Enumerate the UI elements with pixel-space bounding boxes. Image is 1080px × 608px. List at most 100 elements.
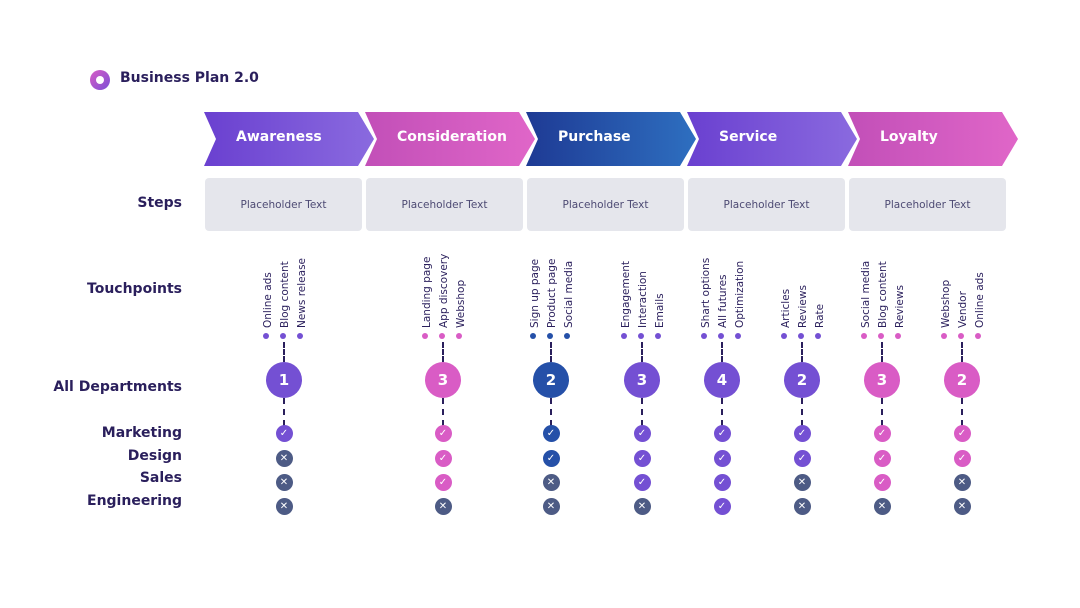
connector-line (283, 398, 285, 426)
check-icon: ✓ (793, 450, 811, 467)
row-label-engineering: Engineering (87, 493, 182, 509)
touchpoint-text: Blog content (279, 261, 291, 328)
stage-label: Loyalty (880, 129, 938, 145)
row-label-marketing: Marketing (101, 425, 182, 441)
touchpoint-text: Social media (563, 260, 575, 328)
connector-line (721, 398, 723, 426)
connector-line (801, 342, 803, 362)
touchpoint-dot (701, 333, 707, 339)
connector-line (550, 342, 552, 362)
touchpoint-dot (638, 333, 644, 339)
touchpoint-dot (815, 333, 821, 339)
touchpoint-text: Emails (654, 293, 666, 328)
stage-loyalty: Loyalty (848, 112, 1018, 166)
touchpoint-label: Interaction (637, 248, 651, 328)
row-label-touchpoints: Touchpoints (87, 281, 182, 297)
touchpoint-dot (878, 333, 884, 339)
stage-awareness: Awareness (204, 112, 374, 166)
touchpoint-label: App discovery (438, 248, 452, 328)
touchpoint-label: Social media (860, 248, 874, 328)
row-label-sales: Sales (139, 470, 182, 486)
touchpoint-text: Social media (860, 260, 872, 328)
department-count-badge: 2 (944, 362, 980, 398)
connector-line (641, 398, 643, 426)
step-box: Placeholder Text (849, 178, 1006, 231)
connector-line (442, 342, 444, 362)
touchpoint-label: Sign up page (529, 248, 543, 328)
department-count-badge: 3 (425, 362, 461, 398)
touchpoint-dot (422, 333, 428, 339)
touchpoint-label: Webshop (455, 248, 469, 328)
stage-purchase: Purchase (526, 112, 696, 166)
touchpoint-dot (621, 333, 627, 339)
department-count-badge: 3 (864, 362, 900, 398)
cross-icon: ✕ (542, 498, 560, 515)
department-count-badge: 1 (266, 362, 302, 398)
check-icon: ✓ (542, 425, 560, 442)
cross-icon: ✕ (633, 498, 651, 515)
touchpoint-label: Optimization (734, 248, 748, 328)
touchpoint-text: Sign up page (529, 258, 541, 328)
touchpoint-text: Articles (780, 288, 792, 328)
touchpoint-label: Online ads (262, 248, 276, 328)
touchpoint-label: Blog content (279, 248, 293, 328)
touchpoint-label: Online ads (974, 248, 988, 328)
touchpoint-label: News release (296, 248, 310, 328)
cross-icon: ✕ (275, 498, 293, 515)
touchpoint-label: Landing page (421, 248, 435, 328)
check-icon: ✓ (275, 425, 293, 442)
touchpoint-dot (718, 333, 724, 339)
department-count-badge: 4 (704, 362, 740, 398)
connector-line (961, 342, 963, 362)
check-icon: ✓ (713, 498, 731, 515)
row-label-design: Design (127, 448, 182, 464)
cross-icon: ✕ (793, 474, 811, 491)
check-icon: ✓ (542, 450, 560, 467)
connector-line (550, 398, 552, 426)
touchpoint-dot (655, 333, 661, 339)
step-box: Placeholder Text (688, 178, 845, 231)
touchpoint-text: Shart options (700, 257, 712, 328)
department-count-badge: 2 (784, 362, 820, 398)
check-icon: ✓ (873, 450, 891, 467)
check-icon: ✓ (633, 474, 651, 491)
connector-line (721, 342, 723, 362)
touchpoint-label: Blog content (877, 248, 891, 328)
touchpoint-text: Online ads (262, 272, 274, 328)
check-icon: ✓ (434, 425, 452, 442)
touchpoint-text: Engagement (620, 261, 632, 328)
connector-line (801, 398, 803, 426)
touchpoint-text: Webshop (940, 279, 952, 328)
cross-icon: ✕ (275, 450, 293, 467)
touchpoint-dot (439, 333, 445, 339)
touchpoint-dot (975, 333, 981, 339)
touchpoint-text: Reviews (797, 285, 809, 328)
stage-label: Awareness (236, 129, 322, 145)
touchpoint-label: Articles (780, 248, 794, 328)
connector-line (881, 398, 883, 426)
touchpoint-dot (798, 333, 804, 339)
check-icon: ✓ (873, 425, 891, 442)
check-icon: ✓ (953, 450, 971, 467)
touchpoint-dot (547, 333, 553, 339)
connector-line (283, 342, 285, 362)
touchpoint-text: Webshop (455, 279, 467, 328)
touchpoint-text: App discovery (438, 253, 450, 328)
touchpoint-text: Reviews (894, 285, 906, 328)
touchpoint-label: Product page (546, 248, 560, 328)
touchpoint-label: Webshop (940, 248, 954, 328)
stage-label: Consideration (397, 129, 507, 145)
connector-line (442, 398, 444, 426)
department-count-badge: 2 (533, 362, 569, 398)
touchpoint-text: All futures (717, 274, 729, 329)
touchpoint-label: Vendor (957, 248, 971, 328)
stage-label: Service (719, 129, 778, 145)
stage-service: Service (687, 112, 857, 166)
row-label-steps: Steps (137, 195, 182, 211)
check-icon: ✓ (873, 474, 891, 491)
cross-icon: ✕ (793, 498, 811, 515)
touchpoint-dot (530, 333, 536, 339)
touchpoint-label: Engagement (620, 248, 634, 328)
touchpoint-text: Interaction (637, 271, 649, 328)
touchpoint-text: News release (296, 258, 308, 328)
